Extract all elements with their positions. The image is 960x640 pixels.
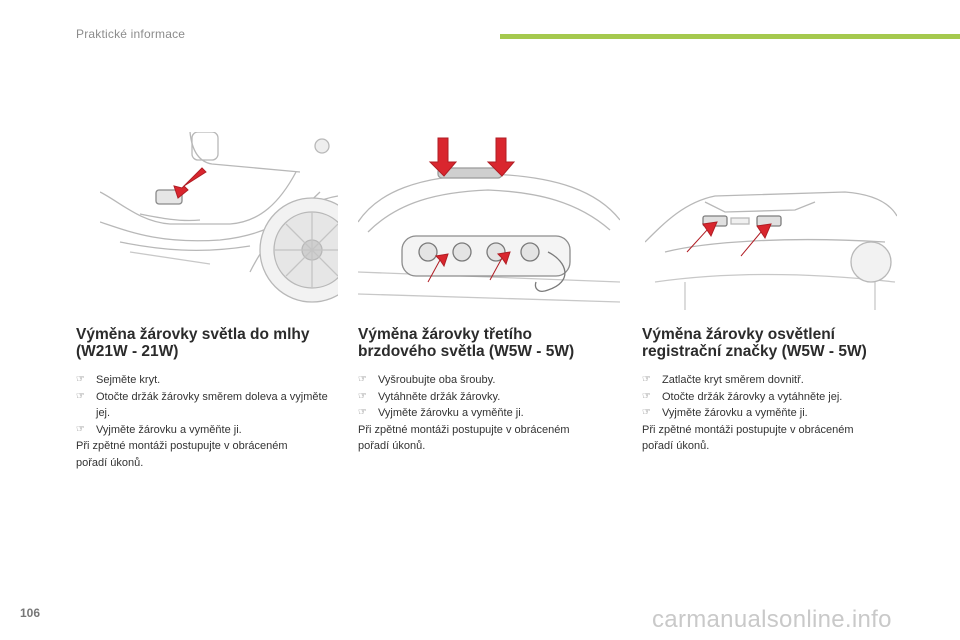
watermark: carmanualsonline.info <box>652 606 892 633</box>
section-title-line2: (W21W - 21W) <box>76 343 179 360</box>
header-accent-bar <box>500 34 960 39</box>
step-item: ☞ Sejměte kryt. <box>76 372 336 389</box>
page-number: 106 <box>20 606 41 620</box>
pointing-hand-icon: ☞ <box>76 423 85 435</box>
section-title-line1: Výměna žárovky osvětlení <box>642 326 835 343</box>
reassembly-note: Při zpětné montáži postupujte v obrácené… <box>358 422 618 455</box>
step-item: ☞ Vytáhněte držák žárovky. <box>358 389 618 406</box>
section-title: Výměna žárovky osvětlení registrační zna… <box>642 326 902 360</box>
red-arrow-icon <box>486 137 516 177</box>
section-title-line1: Výměna žárovky světla do mlhy <box>76 326 310 343</box>
section-title: Výměna žárovky světla do mlhy (W21W - 21… <box>76 326 336 360</box>
brake-light-illustration <box>358 132 620 310</box>
reassembly-note: Při zpětné montáži postupujte v obrácené… <box>642 422 902 455</box>
pointing-hand-icon: ☞ <box>358 390 367 402</box>
pointing-hand-icon: ☞ <box>642 407 651 418</box>
section-title: Výměna žárovky třetího brzdového světla … <box>358 326 618 360</box>
note-line1: Při zpětné montáži postupujte v obrácené… <box>642 423 854 436</box>
note-line1: Při zpětné montáži postupujte v obrácené… <box>76 440 288 452</box>
step-text: Vyjměte žárovku a vyměňte ji. <box>378 407 524 419</box>
section-title-line2: registrační značky (W5W - 5W) <box>642 343 867 360</box>
step-text: Zatlačte kryt směrem dovnitř. <box>662 374 804 386</box>
pointing-hand-icon: ☞ <box>76 374 85 385</box>
red-arrow-icon <box>740 223 772 257</box>
step-item: ☞ Vyjměte žárovku a vyměňte ji. <box>76 422 336 439</box>
section-title-line2: brzdového světla (W5W - 5W) <box>358 343 575 360</box>
section-brake-light: Výměna žárovky třetího brzdového světla … <box>358 326 618 455</box>
pointing-hand-icon: ☞ <box>642 390 651 402</box>
section-title-line1: Výměna žárovky třetího <box>358 326 533 343</box>
pointing-hand-icon: ☞ <box>358 374 367 385</box>
step-item: ☞ Otočte držák žárovky a vytáhněte jej. <box>642 389 902 406</box>
step-item: ☞ Vyšroubujte oba šrouby. <box>358 372 618 389</box>
note-line2: pořadí úkonů. <box>76 456 144 469</box>
step-list: ☞ Zatlačte kryt směrem dovnitř. ☞ Otočte d… <box>642 372 902 422</box>
step-item: ☞ Vyjměte žárovku a vyměňte ji. <box>358 405 618 422</box>
section-plate-light: Výměna žárovky osvětlení registrační zna… <box>642 326 902 455</box>
step-text: Sejměte kryt. <box>96 374 161 386</box>
step-list: ☞ Sejměte kryt. ☞ Otočte držák žárovky smě… <box>76 372 336 438</box>
red-arrow-icon <box>173 167 207 199</box>
step-item: ☞ Vyjměte žárovku a vyměňte ji. <box>642 405 902 422</box>
note-line2: pořadí úkonů. <box>642 440 710 452</box>
plate-light-illustration <box>645 132 897 310</box>
note-line1: Při zpětné montáži postupujte v obrácené… <box>358 423 570 436</box>
pointing-hand-icon: ☞ <box>358 407 367 418</box>
note-line2: pořadí úkonů. <box>358 440 426 452</box>
reassembly-note: Při zpětné montáži postupujte v obrácené… <box>76 438 336 471</box>
step-item: ☞ Otočte držák žárovky směrem doleva a vy… <box>76 389 336 422</box>
step-text: Otočte držák žárovky směrem doleva a vyj… <box>96 390 328 420</box>
red-arrow-icon <box>428 137 458 177</box>
step-item: ☞ Zatlačte kryt směrem dovnitř. <box>642 372 902 389</box>
step-text: Otočte držák žárovky a vytáhněte jej. <box>662 390 843 403</box>
step-text: Vyšroubujte oba šrouby. <box>378 374 496 386</box>
step-text: Vyjměte žárovku a vyměňte ji. <box>96 423 242 436</box>
red-arrow-icon <box>686 221 718 253</box>
step-text: Vyjměte žárovku a vyměňte ji. <box>662 407 808 419</box>
step-list: ☞ Vyšroubujte oba šrouby. ☞ Vytáhněte držá… <box>358 372 618 422</box>
fog-lamp-illustration <box>100 132 338 310</box>
step-text: Vytáhněte držák žárovky. <box>378 390 501 403</box>
section-fog-lamp: Výměna žárovky světla do mlhy (W21W - 21… <box>76 326 336 471</box>
page-header-title: Praktické informace <box>76 27 186 41</box>
pointing-hand-icon: ☞ <box>642 374 651 385</box>
pointing-hand-icon: ☞ <box>76 390 85 402</box>
